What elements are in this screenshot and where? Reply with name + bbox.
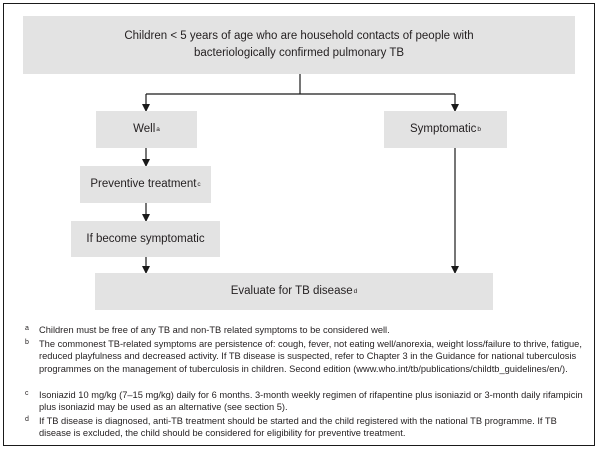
footnote-a: Children must be free of any TB and non-… <box>39 325 390 335</box>
footnote-a-mark: a <box>25 325 29 332</box>
footnote-d-mark: d <box>25 416 29 423</box>
preventive-label: Preventive treatment <box>90 178 197 190</box>
well-footnote-mark: a <box>156 126 160 133</box>
evaluate-footnote-mark: d <box>353 288 358 295</box>
figure-frame <box>3 3 595 446</box>
top-box: Children < 5 years of age who are househ… <box>23 16 575 74</box>
top-box-text: Children < 5 years of age who are househ… <box>124 30 474 59</box>
become-symptomatic-label: If become symptomatic <box>86 232 205 245</box>
footnote-c-mark: c <box>25 390 29 397</box>
footnote-d: If TB disease is diagnosed, anti-TB trea… <box>39 416 557 439</box>
preventive-footnote-mark: c <box>197 181 201 188</box>
become-symptomatic-box: If become symptomatic <box>71 221 220 257</box>
footnote-b: The commonest TB-related symptoms are pe… <box>39 339 582 374</box>
symptomatic-label: Symptomatic <box>409 123 477 135</box>
evaluate-label: Evaluate for TB disease <box>230 285 353 297</box>
footnote-b-mark: b <box>25 339 29 346</box>
symptomatic-footnote-mark: b <box>477 126 482 133</box>
well-label: Well <box>133 123 156 135</box>
footnote-c: Isoniazid 10 mg/kg (7–15 mg/kg) daily fo… <box>39 390 583 413</box>
